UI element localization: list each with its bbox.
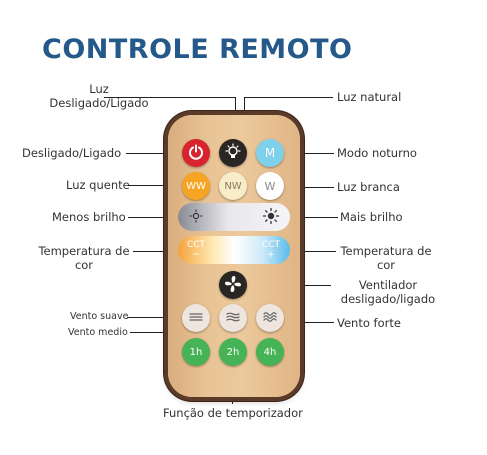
natural-light-button[interactable] [219, 139, 247, 167]
leader-night [282, 153, 334, 154]
brightness-up-button[interactable] [257, 203, 285, 231]
leader-power-left [126, 153, 182, 154]
label-more-bright: Mais brilho [340, 210, 403, 224]
leader-white [282, 187, 334, 188]
wind-strong-button[interactable] [256, 304, 284, 332]
leader-wind-strong [282, 322, 334, 323]
leader-natural-h [244, 97, 333, 98]
cct-minus-sign: − [192, 250, 200, 260]
wind-icon [225, 311, 241, 326]
leader-temp-left [133, 251, 181, 252]
page-title: CONTROLE REMOTO [42, 34, 353, 65]
cct-plus-sign: + [267, 250, 275, 260]
neutral-light-button[interactable]: NW [219, 172, 247, 200]
power-icon [188, 144, 204, 163]
leader-less-bright [128, 217, 182, 218]
label-wind-mid: Vento medio [68, 327, 128, 338]
label-wind-strong: Vento forte [337, 316, 401, 330]
label-fan: Ventilador desligado/ligado [340, 278, 436, 306]
cct-plus-button[interactable]: CCT + [257, 236, 285, 264]
fan-icon [223, 274, 243, 297]
label-white: Luz branca [337, 180, 400, 194]
cct-plus-label: CCT [261, 240, 281, 250]
cct-minus-label: CCT [186, 240, 206, 250]
brightness-high-icon [262, 207, 280, 228]
wind-soft-button[interactable] [182, 304, 210, 332]
label-temp-left: Temperatura de cor [38, 244, 130, 272]
timer-2h-button[interactable]: 2h [219, 338, 247, 366]
label-power-top: Luz Desligado/Ligado [49, 82, 149, 110]
fan-button[interactable] [219, 271, 247, 299]
timer-4h-button[interactable]: 4h [256, 338, 284, 366]
label-natural: Luz natural [337, 90, 402, 104]
leader-temp-right [286, 251, 336, 252]
wind-icon [262, 311, 278, 326]
leader-power-top-h [104, 97, 236, 98]
color-temperature-bar [178, 236, 290, 264]
brightness-down-button[interactable] [182, 203, 210, 231]
white-light-button[interactable]: W [256, 172, 284, 200]
label-night: Modo noturno [337, 146, 417, 160]
leader-warm [128, 185, 182, 186]
label-temp-right: Temperatura de cor [340, 244, 432, 272]
cct-minus-button[interactable]: CCT − [182, 236, 210, 264]
warm-light-button[interactable]: WW [182, 172, 210, 200]
leader-wind-soft [127, 317, 183, 318]
label-wind-soft: Vento suave [70, 311, 129, 322]
bulb-icon [224, 142, 242, 164]
timer-1h-button[interactable]: 1h [182, 338, 210, 366]
wind-medium-button[interactable] [219, 304, 247, 332]
label-warm: Luz quente [66, 178, 130, 192]
label-power-left: Desligado/Ligado [22, 146, 122, 160]
night-mode-button[interactable]: M [256, 139, 284, 167]
wind-icon [188, 311, 204, 326]
label-less-bright: Menos brilho [52, 210, 126, 224]
brightness-low-icon [188, 208, 204, 227]
leader-more-bright [284, 217, 338, 218]
power-button[interactable] [182, 139, 210, 167]
label-timer: Função de temporizador [163, 406, 303, 420]
